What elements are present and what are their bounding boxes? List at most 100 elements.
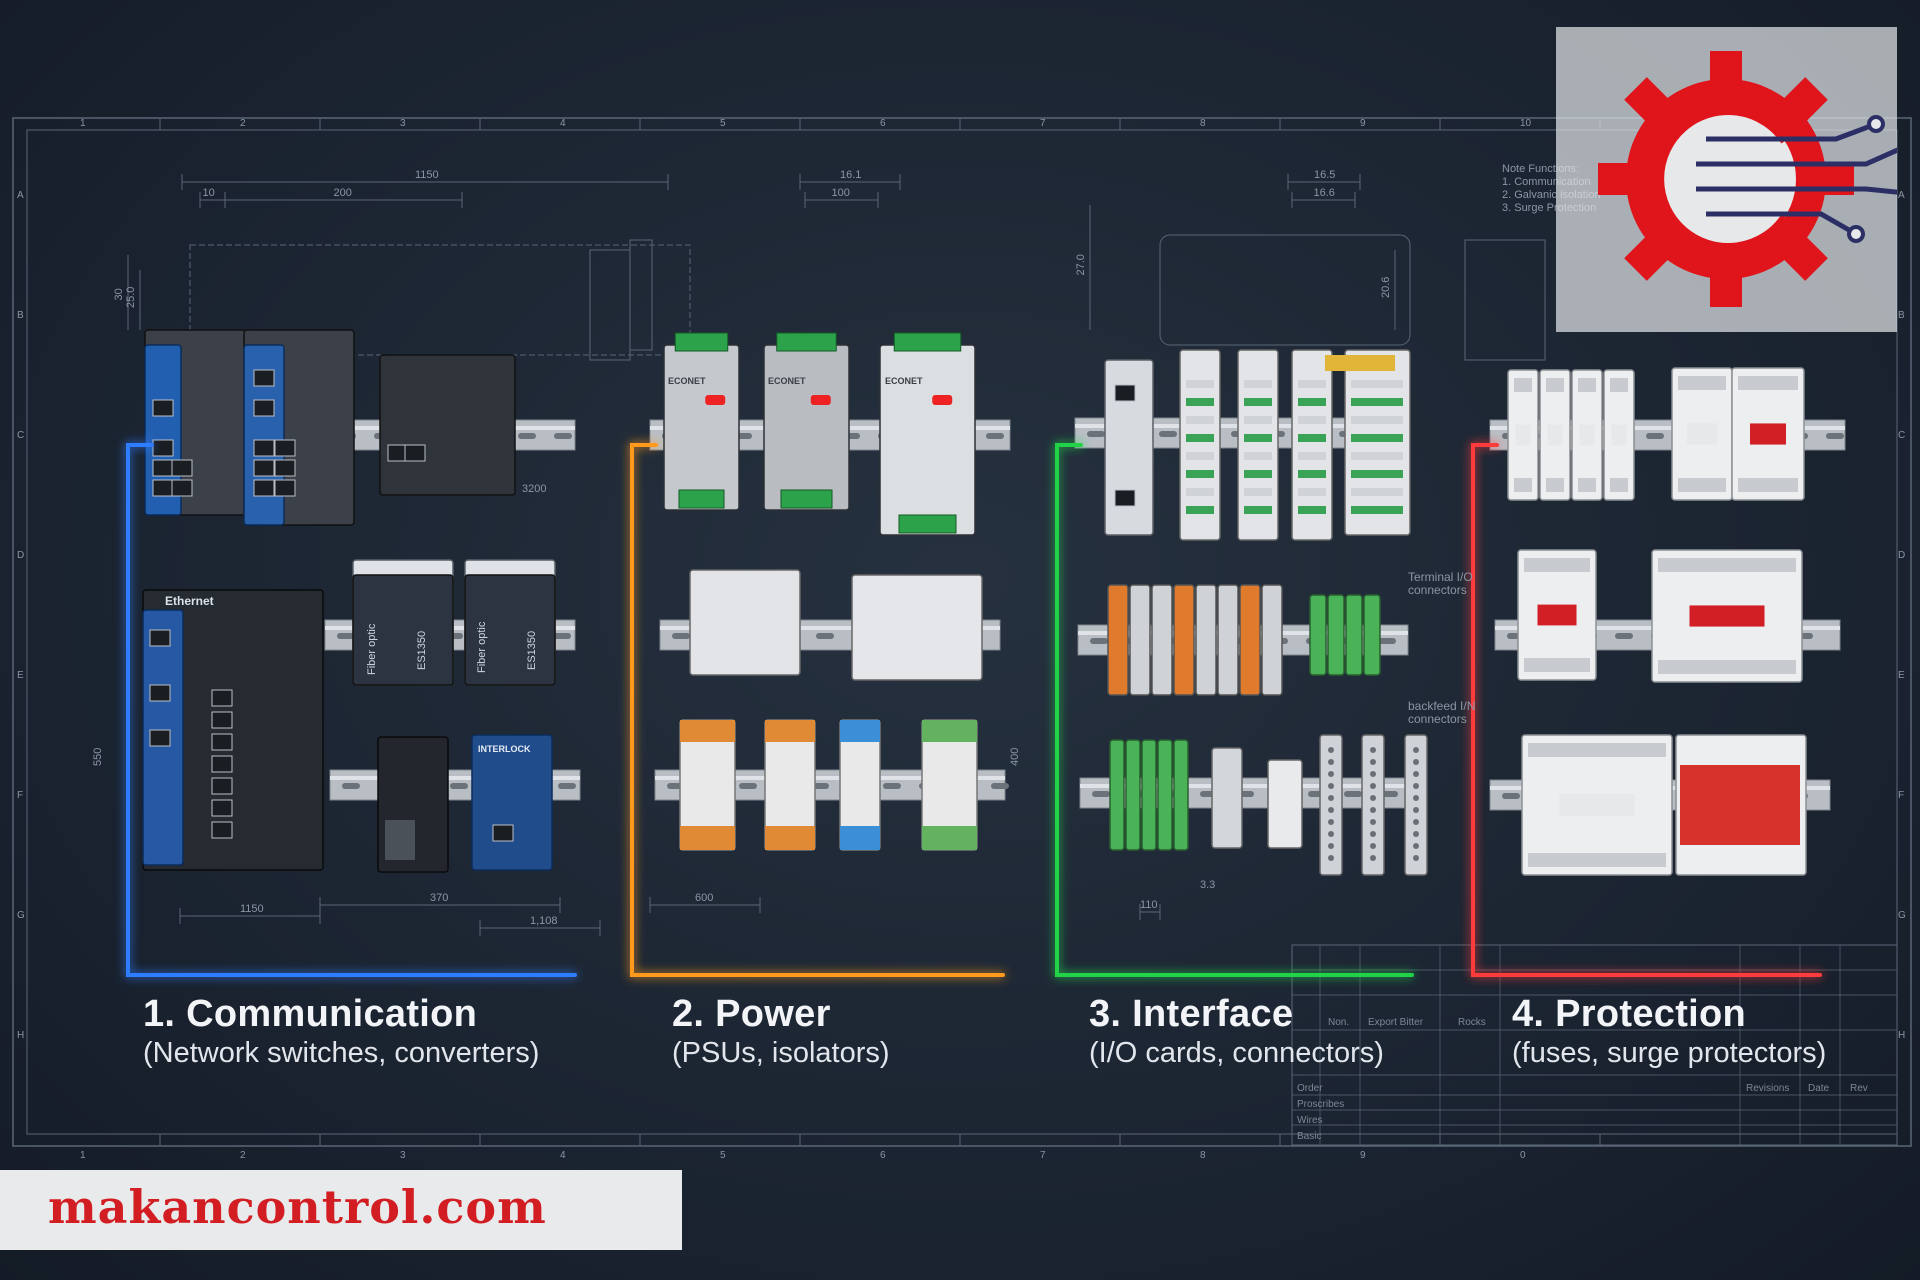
grid-row-marker: H	[1898, 1030, 1905, 1041]
green-terminal	[1327, 594, 1345, 676]
ethernet-port	[253, 439, 275, 457]
breaker-top-terminal	[1678, 376, 1726, 390]
dimension-label: 16.1	[840, 169, 861, 181]
category-bracket-2	[630, 443, 1005, 977]
switch-brand-label: Ethernet	[165, 594, 214, 608]
psu-led	[810, 395, 831, 405]
grid-column-marker: 8	[1200, 118, 1206, 129]
din-rail-slot	[558, 783, 576, 789]
io-terminal	[1186, 470, 1214, 478]
circuit-trace	[1706, 121, 1877, 142]
din-rail-slot	[1344, 791, 1362, 797]
io-terminal	[1186, 398, 1214, 406]
breaker-top-terminal	[1610, 378, 1628, 392]
din-rail-slot	[1087, 431, 1105, 437]
io-terminal	[1186, 452, 1214, 460]
grid-column-marker: 7	[1040, 118, 1046, 129]
grid-column-marker: 2	[240, 1150, 246, 1161]
io-terminal	[1186, 380, 1214, 388]
connector-pin	[1328, 747, 1334, 753]
circuit-trace	[1706, 211, 1858, 237]
terminal-block	[1261, 584, 1283, 696]
isolator-top	[680, 720, 735, 742]
breaker-top-terminal	[1658, 558, 1796, 572]
ethernet-port	[152, 439, 174, 457]
psu-led	[932, 395, 953, 405]
ethernet-port	[274, 459, 296, 477]
dimension-label: 550	[92, 748, 104, 766]
ethernet-port	[152, 479, 174, 497]
dimension-label: 1,108	[530, 915, 558, 927]
dimension-label: 100	[832, 187, 850, 199]
dimension-label: 400	[1009, 748, 1021, 766]
connector-pin	[1328, 843, 1334, 849]
connector-pin	[1370, 807, 1376, 813]
io-terminal	[1351, 398, 1403, 406]
isolator-bottom	[765, 826, 815, 850]
connector-pin	[1413, 747, 1419, 753]
category-title-communication: 1. Communication	[143, 993, 478, 1035]
psu-terminal-top	[674, 332, 729, 352]
grid-row-marker: B	[17, 310, 24, 321]
psu-terminal-bottom	[780, 489, 833, 509]
io-terminal	[1351, 434, 1403, 442]
din-rail-slot	[986, 433, 1004, 439]
din-rail-slot	[1090, 638, 1108, 644]
connector-pin	[1370, 783, 1376, 789]
category-subtitle-protection: (fuses, surge protectors)	[1512, 1037, 1827, 1069]
io-terminal	[1244, 506, 1272, 514]
psu-terminal-bottom	[898, 514, 957, 534]
fiber-optic-label: Fiber optic	[476, 621, 488, 673]
fiber-converter-1-body	[352, 574, 454, 686]
logo-letter-c	[1648, 99, 1795, 259]
surge-cartridges	[1680, 765, 1800, 845]
breaker-top-terminal	[1528, 743, 1666, 757]
din-rail-slot	[991, 783, 1009, 789]
title-block-cell: Wires	[1297, 1115, 1323, 1126]
din-rail-edge	[655, 776, 1005, 780]
ethernet-port	[253, 399, 275, 417]
isolator-bottom	[840, 826, 880, 850]
breaker-top-terminal	[1578, 378, 1596, 392]
ethernet-port	[171, 459, 193, 477]
website-url[interactable]: makancontrol.com	[48, 1180, 547, 1234]
connector-pin	[1328, 807, 1334, 813]
din-rail-slot	[450, 783, 468, 789]
grid-row-marker: G	[17, 910, 25, 921]
din-rail-slot	[342, 783, 360, 789]
breaker-top-terminal	[1514, 378, 1532, 392]
terminal-block	[1173, 584, 1195, 696]
breaker-top-terminal	[1546, 378, 1564, 392]
terminal-block	[1107, 584, 1129, 696]
ethernet-port	[253, 479, 275, 497]
ethernet-port	[253, 459, 275, 477]
din-rail-slot	[883, 783, 901, 789]
io-terminal	[1244, 416, 1272, 424]
breaker-top-terminal	[1524, 558, 1590, 572]
io-terminal	[1298, 470, 1326, 478]
dimension-label: 3.3	[1200, 879, 1215, 891]
connector-pin	[1370, 795, 1376, 801]
din-rail-slot	[672, 633, 690, 639]
category-bracket-4	[1471, 443, 1822, 977]
breaker-bottom-terminal	[1678, 478, 1726, 492]
io-terminal	[1298, 452, 1326, 460]
title-block-cell: Revisions	[1746, 1083, 1790, 1094]
dc-converter	[689, 569, 801, 676]
isolator-top	[765, 720, 815, 742]
category-subtitle-communication: (Network switches, converters)	[143, 1037, 540, 1069]
dimension-label: 1150	[240, 903, 264, 915]
connector-pin	[1413, 759, 1419, 765]
fuse-terminal	[1211, 747, 1243, 849]
gateway-port	[492, 824, 514, 842]
grid-column-marker: 5	[720, 118, 726, 129]
connector-pin	[1328, 795, 1334, 801]
breaker-bottom-terminal	[1528, 853, 1666, 867]
dimension-label: 30	[113, 288, 125, 300]
converter-port	[404, 444, 426, 462]
connector-pin	[1328, 855, 1334, 861]
dimension-label: 200	[334, 187, 352, 199]
io-terminal	[1351, 416, 1403, 424]
terminal-block	[1217, 584, 1239, 696]
